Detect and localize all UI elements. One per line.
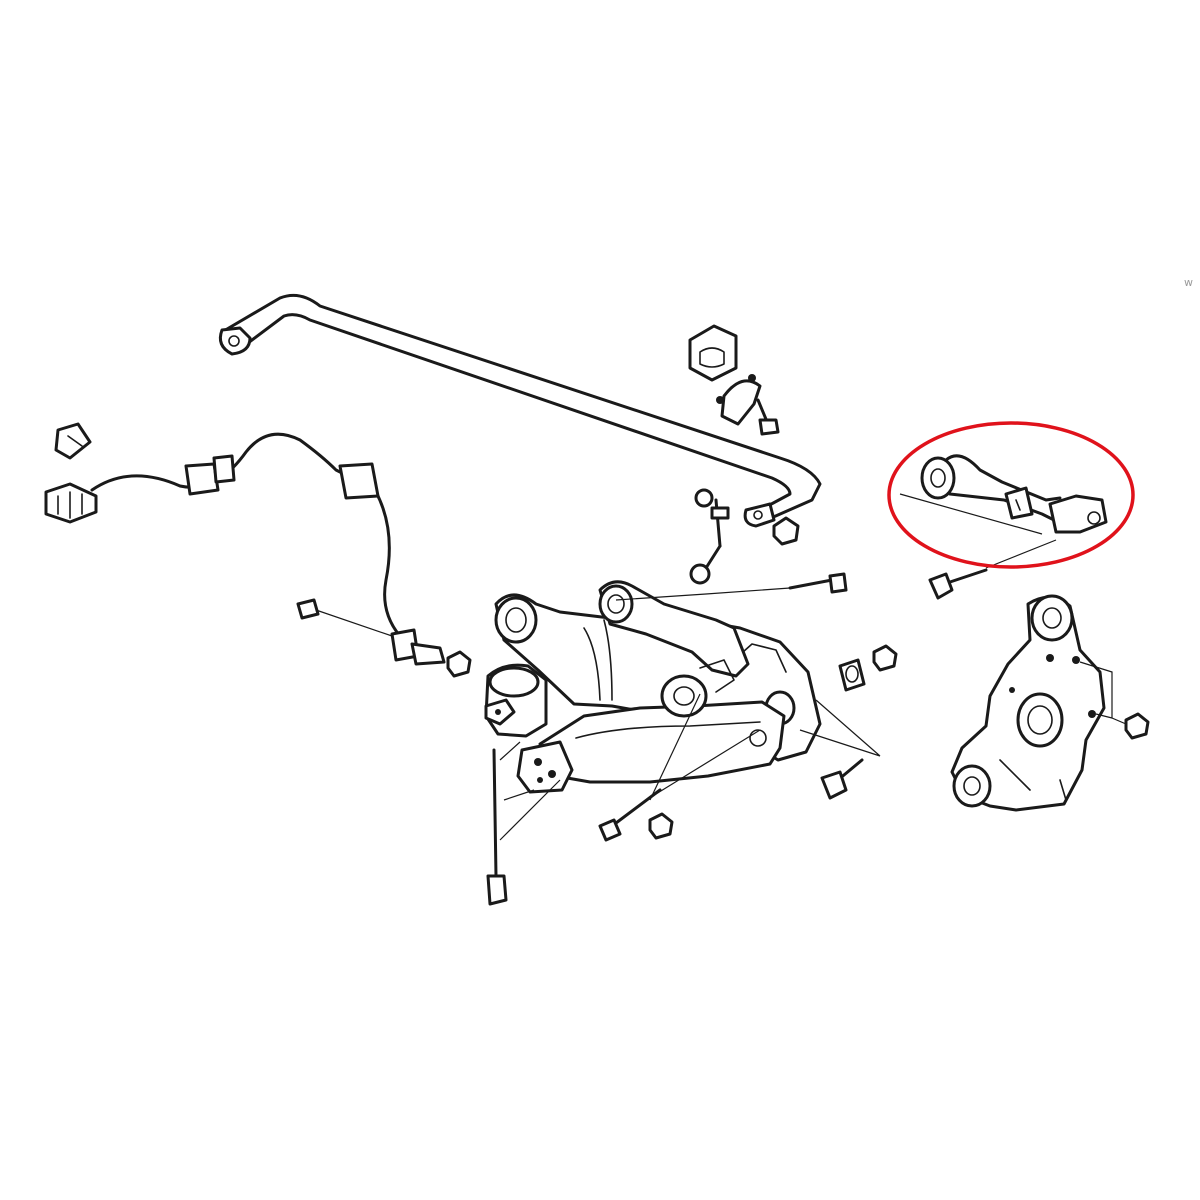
harness-connector [54,422,92,460]
upper-arm-bolt [615,572,848,601]
arm-bracket [516,740,574,794]
wheel-speed-sensor-connector [44,482,98,524]
arm-nut [648,812,674,840]
bracket-bolt [756,398,780,436]
arm-bolt [486,741,561,906]
abs-sensor-tip [410,642,446,666]
upper-arm [598,580,750,678]
lower-arm-bolt [799,699,881,800]
highlight-oval [887,421,1135,569]
rear-knuckle [950,594,1106,812]
arm-bushing [484,663,548,738]
stabilizer-link [689,488,730,585]
corner-mark: w [1184,276,1193,289]
abs-sensor-harness [90,432,430,662]
bushing-nut [872,644,898,672]
knuckle-bolt [598,693,761,842]
link-nut [772,516,800,546]
rear-upper-control-arm [899,454,1108,535]
stabilizer-bar [218,293,822,528]
lower-arm [538,700,786,784]
control-arm-bolt [928,539,1057,600]
sensor-nut [446,650,472,678]
bushing-bracket [716,374,762,426]
stabilizer-bushing [688,324,738,382]
compliance-bushing [838,658,866,692]
sensor-bolt [296,598,393,637]
knuckle-nut [1079,661,1150,740]
